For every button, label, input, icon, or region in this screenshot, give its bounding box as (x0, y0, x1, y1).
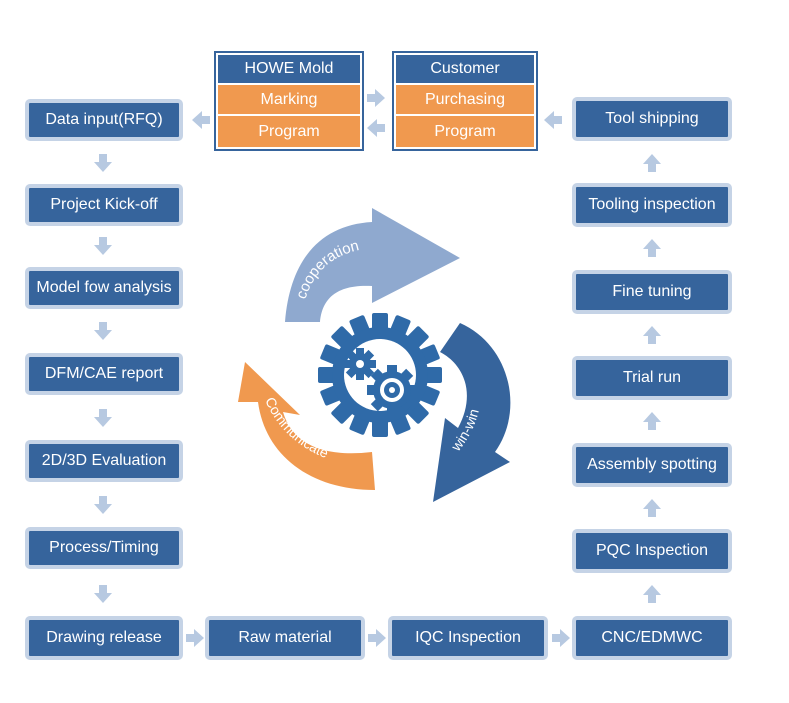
arrow-up-icon (643, 499, 661, 517)
step-trial-run: Trial run (572, 356, 732, 400)
arrow-down-icon (94, 322, 112, 340)
step-cnc-edmwc: CNC/EDMWC (572, 616, 732, 660)
arrow-down-icon (94, 585, 112, 603)
arrow-down-icon (94, 496, 112, 514)
step-data-input: Data input(RFQ) (25, 99, 183, 141)
customer-program-row: Program (396, 116, 534, 147)
arrow-left-icon (367, 119, 385, 137)
step-iqc-inspection: IQC Inspection (388, 616, 548, 660)
arrow-up-icon (643, 412, 661, 430)
arrow-right-icon (367, 89, 385, 107)
step-dfm-cae-report: DFM/CAE report (25, 353, 183, 395)
howe-mold-title: HOWE Mold (218, 55, 360, 83)
customer-title: Customer (396, 55, 534, 83)
step-tool-shipping: Tool shipping (572, 97, 732, 141)
arrow-up-icon (643, 239, 661, 257)
arrow-up-icon (643, 154, 661, 172)
step-pqc-inspection: PQC Inspection (572, 529, 732, 573)
step-tooling-inspection: Tooling inspection (572, 183, 732, 227)
communicate-arrow (238, 362, 375, 490)
arrow-left-icon (192, 111, 210, 129)
howe-program-row: Program (218, 116, 360, 147)
customer-box: Customer Purchasing Program (394, 53, 536, 149)
howe-mold-box: HOWE Mold Marking Program (216, 53, 362, 149)
small-gear-icon (344, 348, 376, 380)
step-model-flow-analysis: Model fow analysis (25, 267, 183, 309)
step-fine-tuning: Fine tuning (572, 270, 732, 314)
arrow-right-icon (368, 629, 386, 647)
arrow-down-icon (94, 154, 112, 172)
step-2d3d-evaluation: 2D/3D Evaluation (25, 440, 183, 482)
cooperation-arrow (285, 208, 460, 322)
arrow-left-icon (544, 111, 562, 129)
arrow-up-icon (643, 326, 661, 344)
customer-purchasing-row: Purchasing (396, 85, 534, 114)
arrow-down-icon (94, 409, 112, 427)
step-process-timing: Process/Timing (25, 527, 183, 569)
arrow-up-icon (643, 585, 661, 603)
medium-gear-icon (367, 365, 417, 415)
arrow-right-icon (552, 629, 570, 647)
arrow-down-icon (94, 237, 112, 255)
step-drawing-release: Drawing release (25, 616, 183, 660)
step-assembly-spotting: Assembly spotting (572, 443, 732, 487)
step-raw-material: Raw material (205, 616, 365, 660)
howe-marking-row: Marking (218, 85, 360, 114)
arrow-right-icon (186, 629, 204, 647)
win-win-arrow (433, 323, 511, 502)
step-project-kickoff: Project Kick-off (25, 184, 183, 226)
